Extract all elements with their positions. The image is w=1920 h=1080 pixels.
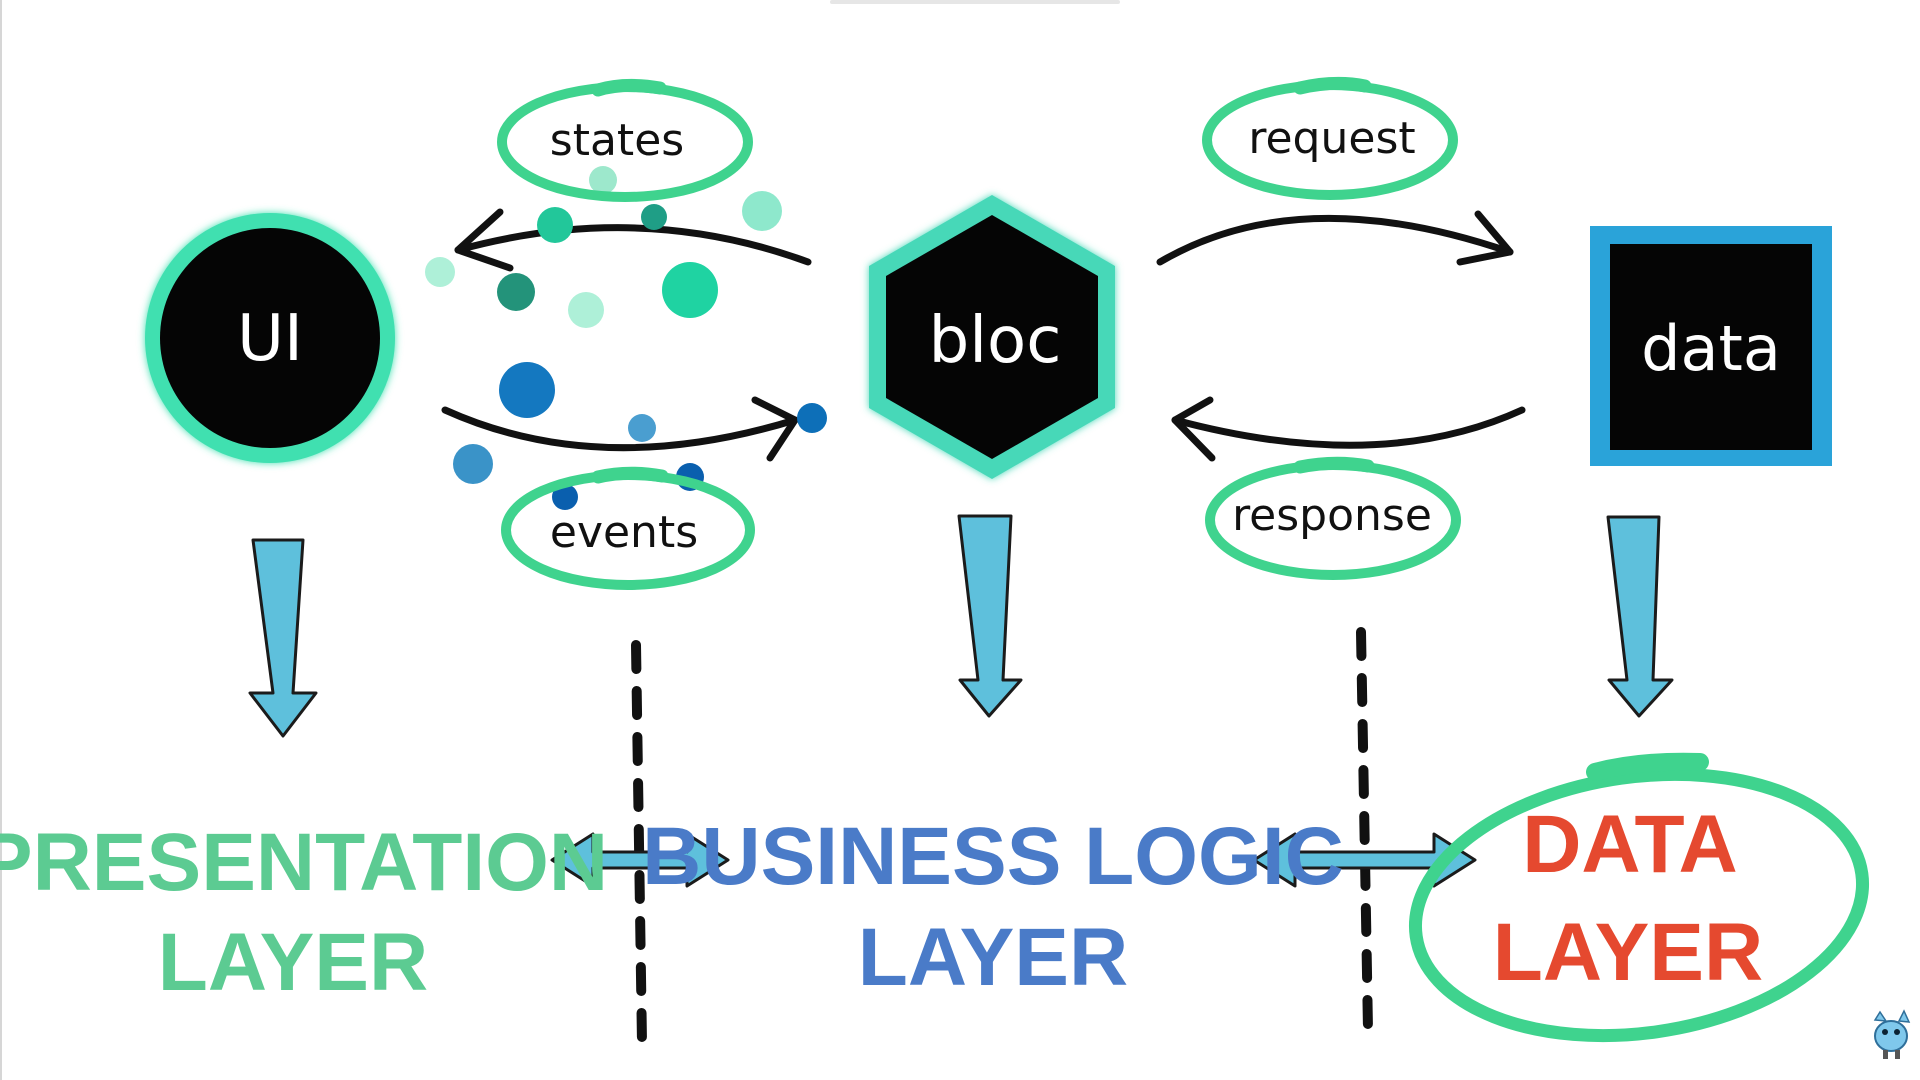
events-arrow	[441, 396, 799, 462]
left-frame-edge	[0, 0, 2, 1080]
data-layer-highlight-outline	[1408, 767, 1870, 1043]
data-node: data	[1590, 226, 1832, 466]
request-bubble	[1202, 76, 1458, 200]
dot	[537, 207, 573, 243]
response-bubble	[1205, 456, 1461, 580]
dot	[497, 273, 535, 311]
request-bubble-stroke	[1293, 76, 1372, 95]
business-layer-subtitle: LAYER	[858, 912, 1128, 1003]
bloc-node: bloc	[869, 195, 1115, 479]
events-label: events	[550, 507, 698, 558]
events-bubble-stroke	[591, 466, 669, 484]
dot	[453, 444, 493, 484]
dot	[425, 257, 455, 287]
data-layer-highlight	[1408, 752, 1870, 1043]
request-arrow	[1156, 210, 1514, 266]
ui-node-label: UI	[237, 302, 303, 376]
response-label: response	[1232, 490, 1432, 541]
dot	[568, 292, 604, 328]
dot	[641, 204, 667, 230]
separator-right	[1356, 627, 1373, 1035]
business-data-double-arrow	[1252, 832, 1477, 888]
bloc-node-label: bloc	[929, 304, 1062, 378]
dot	[552, 484, 578, 510]
data-node-label: data	[1641, 312, 1781, 385]
bloc-node-hex-core	[886, 215, 1098, 459]
response-bubble-stroke	[1293, 456, 1375, 474]
top-edge-strip	[830, 0, 1120, 4]
presentation-layer-subtitle: LAYER	[158, 917, 428, 1008]
states-bubble-stroke	[591, 78, 667, 97]
dot	[742, 191, 782, 231]
presentation-layer-title: PRESENTATION	[0, 817, 608, 908]
dot	[589, 166, 617, 194]
response-arrow	[1171, 396, 1526, 462]
states-label: states	[550, 115, 684, 166]
event-dots	[425, 166, 827, 510]
ui-node-core	[160, 228, 380, 448]
states-bubble	[497, 78, 753, 202]
ui-node: UI	[145, 213, 395, 463]
dot	[797, 403, 827, 433]
presentation-business-double-arrow	[550, 832, 730, 888]
data-layer-title: DATA	[1522, 799, 1738, 890]
data-layer-subtitle: LAYER	[1493, 907, 1763, 998]
dot	[628, 414, 656, 442]
separator-left	[631, 640, 647, 1048]
events-bubble	[501, 466, 755, 590]
data-node-core	[1610, 244, 1812, 450]
business-down-arrow	[957, 514, 1023, 718]
dot	[662, 262, 718, 318]
presentation-down-arrow	[248, 538, 318, 738]
mascot-icon	[1873, 1009, 1911, 1059]
states-arrow	[454, 208, 812, 272]
business-layer-title: BUSINESS LOGIC	[642, 811, 1344, 902]
request-label: request	[1248, 113, 1415, 164]
data-down-arrow	[1606, 515, 1674, 718]
data-layer-highlight-stroke	[1586, 752, 1709, 781]
dot	[499, 362, 555, 418]
